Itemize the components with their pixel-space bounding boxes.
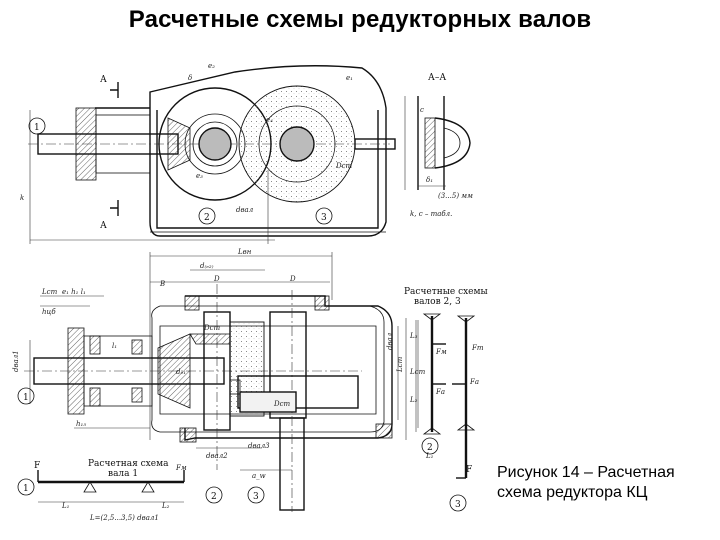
svg-text:dвал1: dвал1: [12, 350, 20, 372]
scheme-shaft-1: Расчетная схема вала 1 F Fм L₁ L₂ L=(2,5…: [34, 459, 187, 522]
force-fa-3: Fа: [469, 378, 479, 386]
shaft-2-label-bottom: 2: [211, 492, 217, 502]
svg-text:D: D: [289, 275, 296, 283]
force-f-1: F: [34, 461, 40, 471]
len-l1: L₁: [61, 502, 70, 510]
shaft-1-label-mid: 1: [23, 393, 29, 403]
svg-text:Dст: Dст: [203, 324, 221, 332]
svg-text:a_w: a_w: [252, 472, 266, 480]
scheme-1-title-2: вала 1: [108, 469, 138, 479]
section-mark-top: А: [100, 75, 107, 85]
force-fm-1: Fм: [175, 464, 187, 472]
svg-text:e₁ h₁ l₁: e₁ h₁ l₁: [62, 288, 86, 296]
shaft-3-label-top: 3: [321, 213, 327, 223]
svg-text:d₍ₑ₂₎: d₍ₑ₂₎: [200, 262, 214, 270]
svg-text:e₂: e₂: [208, 62, 215, 70]
bevel-pinion-plan: [157, 333, 191, 409]
shaft-1-label-top: 1: [34, 123, 40, 133]
len-formula: L=(2,5...3,5) dвал1: [89, 514, 159, 522]
figure-caption: Рисунок 14 – Расчетная схема редуктора К…: [497, 464, 675, 501]
svg-text:hцб: hцб: [42, 308, 56, 316]
top-view: А А δ e₂ e₁ e₄ e₃ dвал Dст k 1 2 3: [20, 62, 396, 244]
bevel-pinion: [167, 117, 191, 171]
section-view-title: А–А: [428, 73, 446, 83]
len-l2: L₂: [161, 502, 170, 510]
shaft-2-label-scheme: 2: [427, 443, 433, 453]
svg-text:B: B: [159, 280, 165, 288]
range-label: (3...5) мм: [438, 192, 473, 200]
force-fa-23: Fа: [435, 388, 445, 396]
svg-text:e₁: e₁: [346, 74, 353, 82]
svg-text:Dст: Dст: [273, 400, 291, 408]
scheme-shafts-2-3: Расчетные схемы валов 2, 3 L₃ Lст L₂ Fм …: [404, 287, 488, 512]
svg-text:L₁: L₁: [425, 452, 434, 460]
force-fm-23: Fм: [435, 348, 447, 356]
output-shaft: [354, 138, 396, 150]
shaft-1-label-bottom: 1: [23, 484, 29, 494]
svg-text:c: c: [420, 106, 424, 114]
slide-title: Расчетные схемы редукторных валов: [128, 6, 592, 33]
svg-text:δ₁: δ₁: [426, 176, 433, 184]
shaft-3-label-bottom: 3: [253, 492, 259, 502]
svg-text:e₃: e₃: [196, 172, 203, 180]
scheme-1-title-1: Расчетная схема: [88, 459, 169, 469]
force-ft-3: Fт: [471, 344, 484, 352]
section-a-a: А–А (3...5) мм k, c – табл. c δ₁: [404, 73, 473, 218]
svg-text:dвал: dвал: [386, 333, 394, 350]
output-hub: [237, 375, 359, 409]
scheme-23-title-2: валов 2, 3: [414, 297, 461, 307]
svg-text:Lст: Lст: [409, 368, 426, 376]
svg-text:k: k: [20, 194, 24, 202]
svg-text:Lст: Lст: [396, 356, 404, 373]
svg-text:Lст: Lст: [41, 288, 58, 296]
scheme-23-title-1: Расчетные схемы: [404, 287, 488, 297]
svg-text:l₁: l₁: [112, 342, 117, 350]
svg-text:L₃: L₃: [409, 332, 418, 340]
svg-text:dₑ₁: dₑ₁: [176, 368, 186, 376]
shaft-3-label-scheme: 3: [455, 500, 461, 510]
shaft-2-label-top: 2: [204, 213, 210, 223]
svg-text:δ: δ: [188, 74, 192, 82]
svg-text:Dст: Dст: [335, 162, 353, 170]
bottom-view: Lвн d₍ₑ₂₎ D D B Lст hцб e₁ h₁ l₁ dвал1 h…: [12, 248, 417, 512]
svg-text:dвал: dвал: [236, 206, 253, 214]
force-f-3: F: [466, 465, 472, 475]
svg-text:e₄: e₄: [266, 116, 273, 124]
svg-text:dвал2: dвал2: [206, 452, 228, 460]
svg-text:h₁₅: h₁₅: [76, 420, 86, 428]
svg-text:dвал3: dвал3: [248, 442, 270, 450]
section-mark-bottom: А: [100, 221, 107, 231]
svg-text:D: D: [213, 275, 220, 283]
len-lvn-label: Lвн: [237, 248, 252, 256]
svg-text:L₂: L₂: [409, 396, 418, 404]
table-note: k, c – табл.: [410, 210, 452, 218]
